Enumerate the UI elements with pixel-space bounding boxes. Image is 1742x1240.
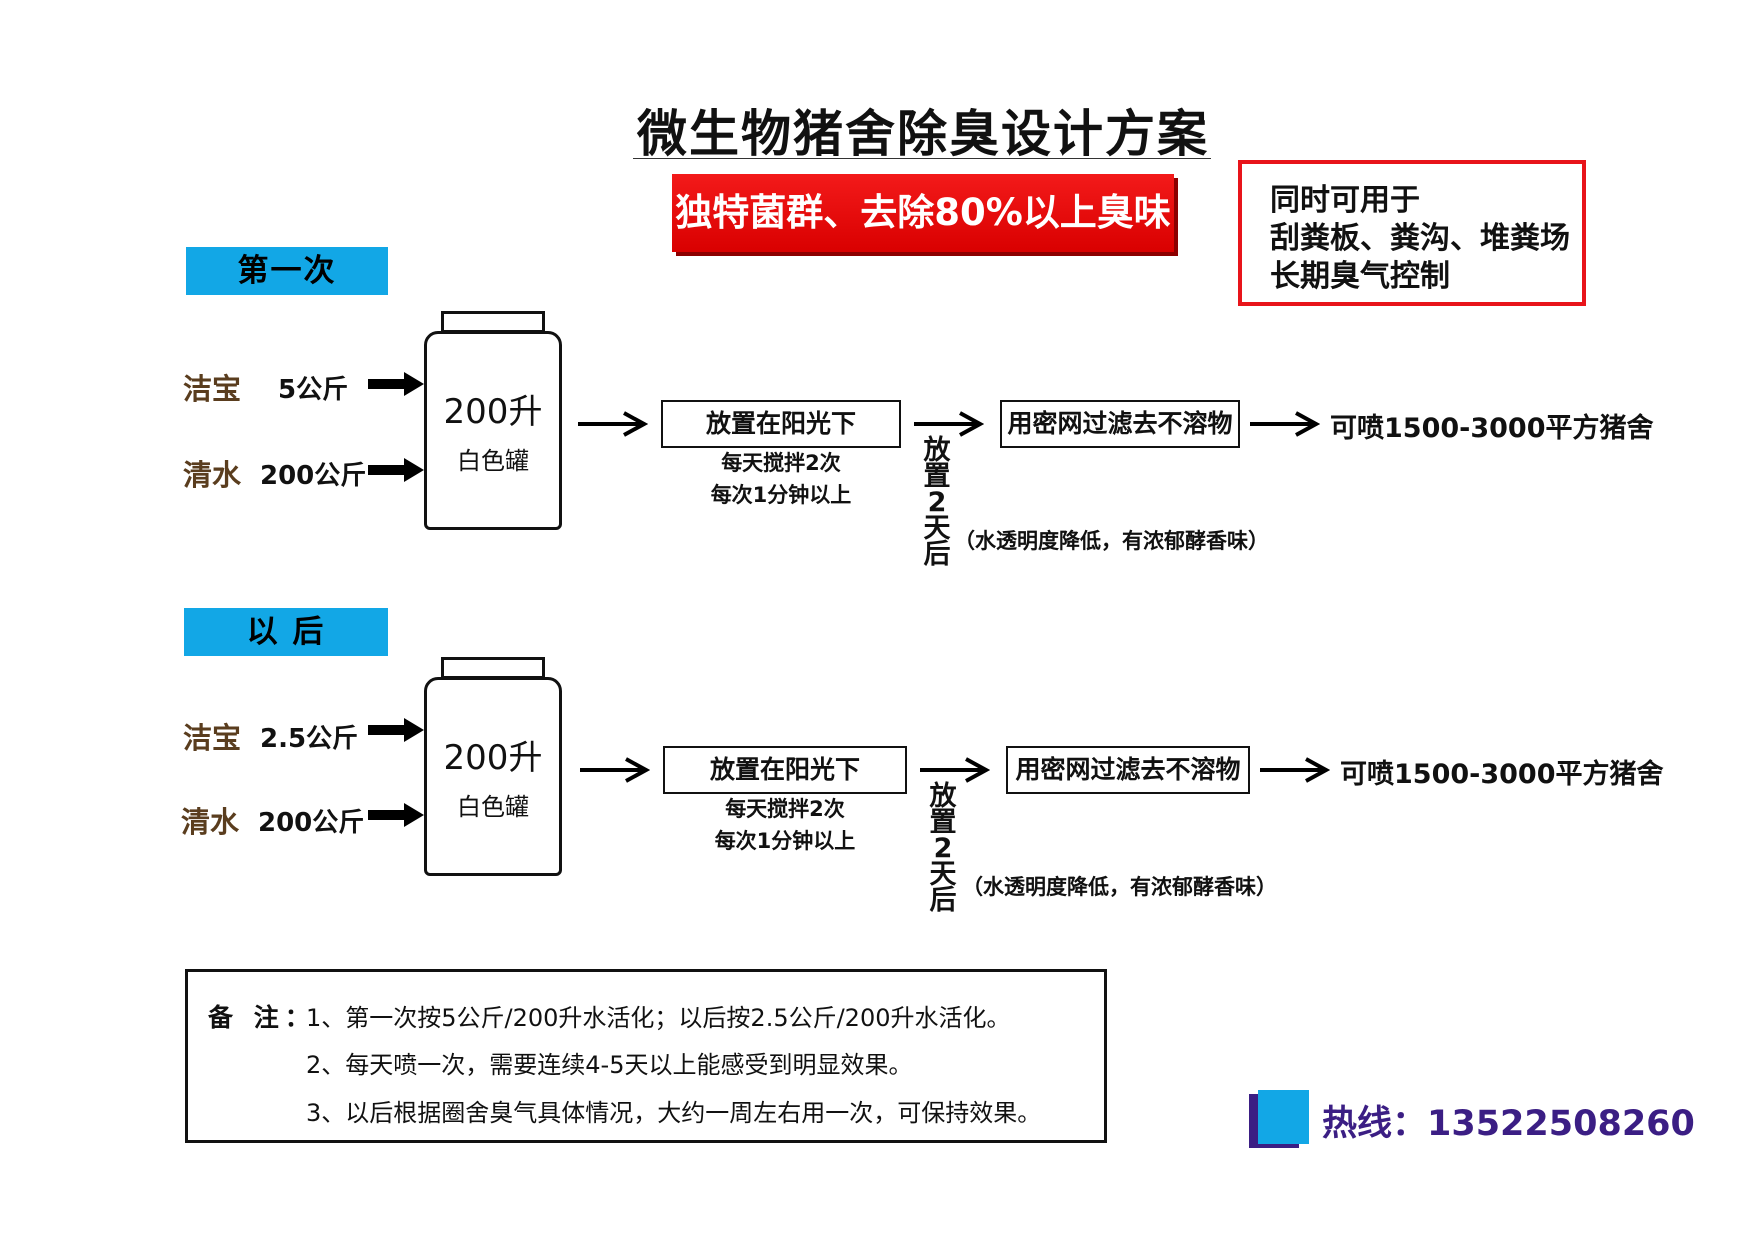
arrow-right-icon	[368, 458, 424, 482]
hotline-logo-icon	[1249, 1090, 1309, 1150]
tank-type: 白色罐	[457, 793, 529, 821]
ingredient-name: 清水	[183, 458, 242, 492]
title-underline	[633, 158, 1211, 159]
step-sunlight-detail: 每天搅拌2次 每次1分钟以上	[710, 451, 852, 507]
arrow-right-icon	[368, 372, 424, 396]
ingredient-amount: 2.5公斤	[260, 724, 359, 754]
arrow-right-icon	[1250, 411, 1320, 437]
arrow-right-icon	[578, 411, 648, 437]
usage-note-line: 同时可用于	[1270, 183, 1420, 218]
step-sunlight-box: 放置在阳光下	[661, 400, 901, 448]
tank: 200升 白色罐	[424, 677, 562, 876]
spray-coverage-result: 可喷1500-3000平方猪舍	[1330, 413, 1654, 444]
wait-duration-label: 放置2天后	[929, 781, 957, 916]
section-label-after: 以 后	[184, 608, 388, 656]
wait-result-note: （水透明度降低，有浓郁酵香味）	[954, 529, 1269, 553]
ingredient-amount: 200公斤	[260, 461, 367, 491]
step-filter-box: 用密网过滤去不溶物	[1006, 746, 1250, 794]
tank-volume: 200升	[443, 392, 543, 432]
usage-note-line: 长期臭气控制	[1270, 259, 1450, 294]
tank-volume: 200升	[443, 738, 543, 778]
spray-coverage-result: 可喷1500-3000平方猪舍	[1340, 759, 1664, 790]
section-label-first: 第一次	[186, 247, 388, 295]
arrow-right-icon	[368, 718, 424, 742]
remark-item: 1、第一次按5公斤/200升水活化；以后按2.5公斤/200升水活化。	[306, 1004, 1011, 1032]
ingredient-name: 洁宝	[183, 372, 242, 406]
ingredient-amount: 200公斤	[258, 808, 365, 838]
arrow-right-icon	[920, 757, 990, 783]
ingredient-amount: 5公斤	[278, 375, 349, 405]
wait-result-note: （水透明度降低，有浓郁酵香味）	[962, 875, 1277, 899]
remark-item: 2、每天喷一次，需要连续4-5天以上能感受到明显效果。	[306, 1051, 913, 1079]
ingredient-name: 清水	[181, 805, 240, 839]
step-sunlight-box: 放置在阳光下	[663, 746, 907, 794]
tank-lid	[441, 657, 545, 679]
remarks-box: 备 注： 1、第一次按5公斤/200升水活化；以后按2.5公斤/200升水活化。…	[185, 969, 1107, 1143]
arrow-right-icon	[580, 757, 650, 783]
remark-item: 3、以后根据圈舍臭气具体情况，大约一周左右用一次，可保持效果。	[306, 1099, 1042, 1127]
hotline-number: 热线：13522508260	[1322, 1104, 1695, 1144]
tank: 200升 白色罐	[424, 331, 562, 530]
arrow-right-icon	[914, 411, 984, 437]
arrow-right-icon	[368, 803, 424, 827]
highlight-banner: 独特菌群、去除80%以上臭味	[672, 174, 1174, 252]
ingredient-name: 洁宝	[183, 721, 242, 755]
wait-duration-label: 放置2天后	[923, 435, 951, 570]
arrow-right-icon	[1260, 757, 1330, 783]
step-sunlight-detail: 每天搅拌2次 每次1分钟以上	[714, 797, 856, 853]
step-filter-box: 用密网过滤去不溶物	[1000, 400, 1240, 448]
usage-note-box: 同时可用于 刮粪板、粪沟、堆粪场 长期臭气控制	[1238, 160, 1586, 306]
tank-type: 白色罐	[457, 447, 529, 475]
page-title: 微生物猪舍除臭设计方案	[637, 105, 1209, 163]
tank-lid	[441, 311, 545, 333]
remarks-label: 备 注：	[208, 1003, 316, 1032]
usage-note-line: 刮粪板、粪沟、堆粪场	[1270, 221, 1570, 256]
